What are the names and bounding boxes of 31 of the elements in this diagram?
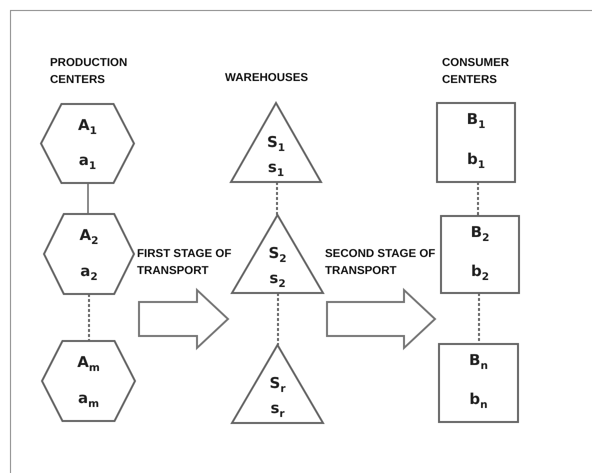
dashed-connector xyxy=(88,294,90,341)
node-name: A$_{2}$ xyxy=(80,228,98,247)
block-arrow xyxy=(138,288,230,350)
node-name: S$_{1}$ xyxy=(266,134,286,154)
dashed-connector xyxy=(277,293,279,345)
dashed-connector xyxy=(478,293,480,344)
node-name: A$_{1}$ xyxy=(78,118,97,137)
node-name: S$_{2}$ xyxy=(268,246,287,265)
node-quantity: b$_{1}$ xyxy=(466,152,486,170)
column-heading: PRODUCTION CENTERS xyxy=(50,56,128,88)
column-heading: CONSUMER CENTERS xyxy=(442,56,510,88)
node-name: B$_{n}$ xyxy=(469,353,488,372)
node-quantity: a$_{2}$ xyxy=(80,264,98,282)
edge-label: SECOND STAGE OF TRANSPORT xyxy=(325,247,436,279)
edge-label: FIRST STAGE OF TRANSPORT xyxy=(137,247,232,279)
block-arrow xyxy=(326,288,436,350)
node-quantity: s$_{r}$ xyxy=(270,401,285,420)
node-quantity: a$_{m}$ xyxy=(78,390,100,410)
dashed-connector xyxy=(276,182,278,215)
node-name: S$_{r}$ xyxy=(270,376,286,395)
connector-line xyxy=(87,183,89,214)
dashed-connector xyxy=(477,182,479,216)
column-heading: WAREHOUSES xyxy=(225,71,310,86)
node-name: A$_{m}$ xyxy=(77,355,100,374)
node-quantity: b$_{n}$ xyxy=(469,392,488,411)
node-name: B$_{1}$ xyxy=(466,112,486,131)
node-quantity: a$_{1}$ xyxy=(78,152,96,172)
node-name: B$_{2}$ xyxy=(470,225,490,244)
node-quantity: s$_{1}$ xyxy=(268,160,284,178)
node-quantity: b$_{2}$ xyxy=(470,264,490,282)
node-quantity: s$_{2}$ xyxy=(269,271,286,290)
